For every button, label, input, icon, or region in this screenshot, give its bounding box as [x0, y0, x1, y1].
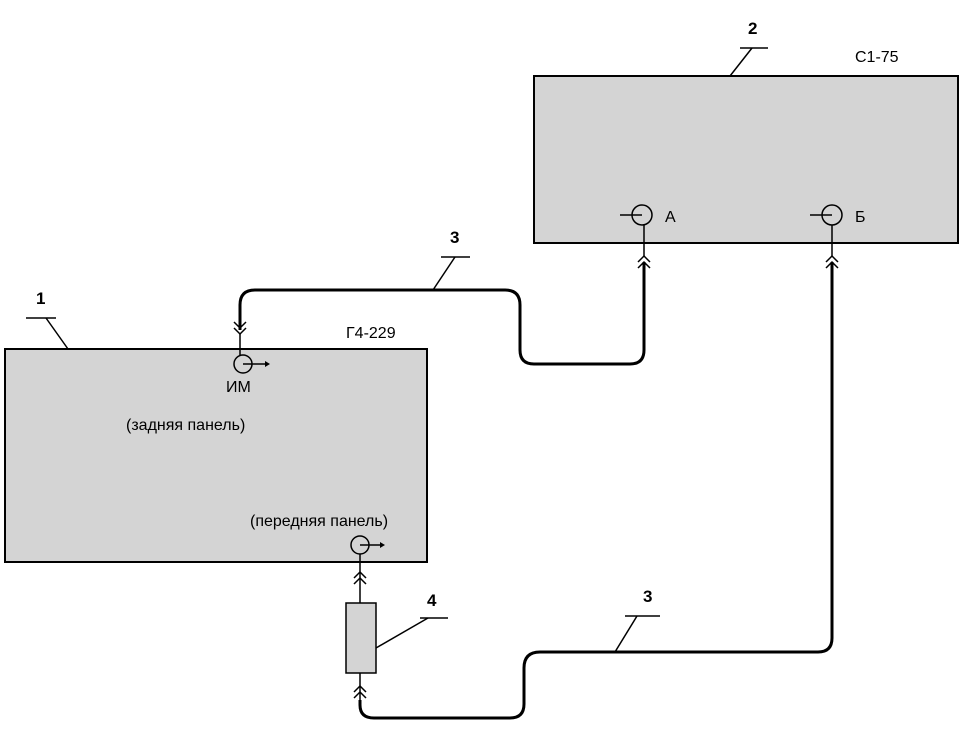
- label-1: 1: [36, 289, 45, 308]
- label-4: 4: [427, 591, 437, 610]
- leader-3-bottom: [614, 615, 638, 653]
- input-b-label: Б: [855, 209, 866, 226]
- cable-top-plug-meter: [637, 225, 651, 269]
- instrument-2-block: [533, 75, 959, 244]
- leader-2: [729, 47, 753, 77]
- im-output-connector: [233, 354, 270, 374]
- attenuator-plug-top: [353, 570, 367, 585]
- model-label-2: С1-75: [855, 49, 899, 66]
- input-a-label: А: [665, 209, 676, 226]
- model-label-1: Г4-229: [346, 325, 396, 342]
- instrument-1-block: [4, 348, 428, 563]
- rear-panel-label: (задняя панель): [126, 417, 245, 434]
- leader-3-top: [432, 256, 456, 291]
- label-3-top: 3: [450, 228, 459, 247]
- leader-1: [45, 317, 69, 350]
- cable-top-plug-generator: [233, 321, 247, 355]
- label-2: 2: [748, 19, 757, 38]
- cable-3-top: [238, 262, 646, 366]
- front-panel-label: (передняя панель): [250, 513, 388, 530]
- input-a-connector: [620, 204, 653, 226]
- cable-bottom-plug-meter: [825, 225, 839, 269]
- attenuator-plug-bottom: [353, 684, 367, 699]
- label-3-bottom: 3: [643, 587, 652, 606]
- im-port-label: ИМ: [226, 379, 251, 396]
- cable-3-bottom: [358, 262, 834, 720]
- attenuator-4-block: [345, 602, 377, 674]
- leader-4: [375, 617, 429, 649]
